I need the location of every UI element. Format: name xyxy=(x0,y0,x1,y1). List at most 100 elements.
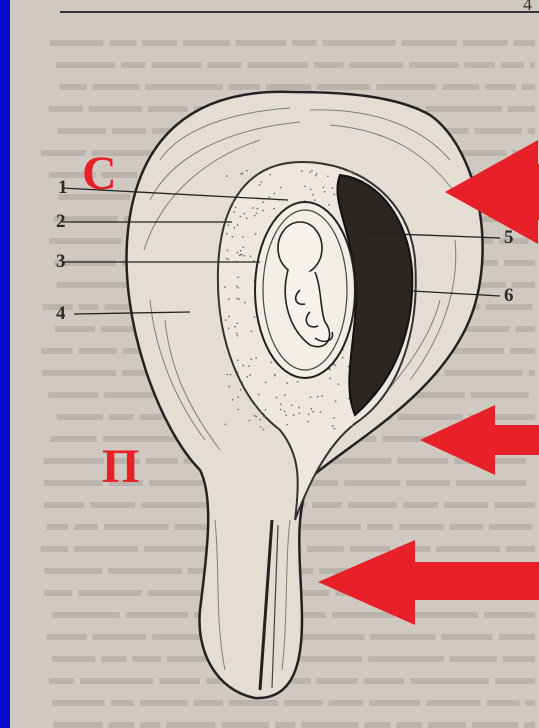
stipple-dot xyxy=(259,184,261,186)
stipple-dot xyxy=(240,173,242,175)
stipple-dot xyxy=(249,420,251,422)
stipple-dot xyxy=(233,211,235,213)
stipple-dot xyxy=(280,408,282,410)
stipple-dot xyxy=(263,416,265,418)
stipple-dot xyxy=(334,364,336,366)
stipple-dot xyxy=(274,374,276,376)
label-3: 3 xyxy=(56,252,66,271)
stipple-dot xyxy=(333,194,335,196)
stipple-dot xyxy=(304,185,306,187)
stipple-dot xyxy=(265,382,267,384)
stipple-dot xyxy=(226,175,228,177)
stipple-dot xyxy=(286,424,288,426)
stipple-dot xyxy=(311,170,313,172)
stipple-dot xyxy=(250,358,252,360)
stipple-dot xyxy=(353,173,355,175)
stipple-dot xyxy=(241,381,243,383)
stipple-dot xyxy=(298,407,300,409)
stipple-dot xyxy=(228,386,230,388)
stipple-dot xyxy=(284,394,286,396)
stipple-dot xyxy=(257,208,259,210)
stipple-dot xyxy=(255,405,257,407)
stipple-dot xyxy=(255,416,257,418)
stipple-dot xyxy=(286,382,288,384)
stipple-dot xyxy=(235,207,237,209)
stipple-dot xyxy=(242,246,244,248)
stipple-dot xyxy=(227,250,229,252)
stipple-dot xyxy=(262,429,264,431)
stipple-dot xyxy=(334,428,336,430)
stipple-dot xyxy=(237,276,239,278)
stipple-dot xyxy=(350,171,352,173)
stipple-dot xyxy=(338,383,340,385)
stipple-dot xyxy=(309,171,311,173)
stipple-dot xyxy=(248,365,250,367)
stipple-dot xyxy=(225,423,227,425)
stipple-dot xyxy=(246,170,248,172)
stipple-dot xyxy=(291,404,293,406)
stipple-dot xyxy=(228,316,230,318)
stipple-dot xyxy=(333,417,335,419)
stipple-dot xyxy=(228,298,230,300)
stipple-dot xyxy=(242,236,244,238)
stipple-dot xyxy=(226,374,228,376)
stipple-dot xyxy=(262,210,264,212)
stipple-dot xyxy=(231,236,233,238)
stipple-dot xyxy=(252,207,254,209)
stipple-dot xyxy=(328,204,330,206)
stipple-dot xyxy=(246,217,248,219)
stipple-dot xyxy=(276,396,278,398)
page-number: 4 xyxy=(523,0,532,15)
stipple-dot xyxy=(301,170,303,172)
stipple-dot xyxy=(230,374,232,376)
stipple-dot xyxy=(342,357,344,359)
stipple-dot xyxy=(227,259,229,261)
stipple-dot xyxy=(271,361,273,363)
stipple-dot xyxy=(260,426,262,428)
stipple-dot xyxy=(319,411,321,413)
stipple-dot xyxy=(233,227,235,229)
stipple-dot xyxy=(285,414,287,416)
stipple-dot xyxy=(255,233,257,235)
stipple-dot xyxy=(315,175,317,177)
stipple-dot xyxy=(293,414,295,416)
stipple-dot xyxy=(242,365,244,367)
stipple-dot xyxy=(225,319,227,321)
stipple-dot xyxy=(312,411,314,413)
stipple-dot xyxy=(298,412,300,414)
stipple-dot xyxy=(250,255,252,257)
stipple-dot xyxy=(224,286,226,288)
stipple-dot xyxy=(254,415,256,417)
stipple-dot xyxy=(317,396,319,398)
stipple-dot xyxy=(236,322,238,324)
stipple-dot xyxy=(273,208,275,210)
stipple-dot xyxy=(249,374,251,376)
stipple-dot xyxy=(310,396,312,398)
stipple-dot xyxy=(331,187,333,189)
textbook-scan: 4 С П 1 2 3 4 5 6 xyxy=(10,0,539,728)
stipple-dot xyxy=(335,400,337,402)
stipple-dot xyxy=(310,188,312,190)
stipple-dot xyxy=(274,193,276,195)
stipple-dot xyxy=(236,333,238,335)
stipple-dot xyxy=(254,215,256,217)
stipple-dot xyxy=(255,357,257,359)
stipple-dot xyxy=(351,425,353,427)
stipple-dot xyxy=(233,202,235,204)
stipple-dot xyxy=(228,224,230,226)
stipple-dot xyxy=(237,335,239,337)
stipple-dot xyxy=(284,410,286,412)
arrow-middle xyxy=(420,405,539,475)
stipple-dot xyxy=(226,258,228,260)
stipple-dot xyxy=(237,396,239,398)
stipple-dot xyxy=(324,191,326,193)
stipple-dot xyxy=(237,372,239,374)
stipple-dot xyxy=(251,330,253,332)
stipple-dot xyxy=(312,194,314,196)
label-2: 2 xyxy=(56,212,66,231)
stipple-dot xyxy=(241,254,243,256)
stipple-dot xyxy=(310,408,312,410)
stipple-dot xyxy=(308,413,310,415)
stipple-dot xyxy=(260,411,262,413)
